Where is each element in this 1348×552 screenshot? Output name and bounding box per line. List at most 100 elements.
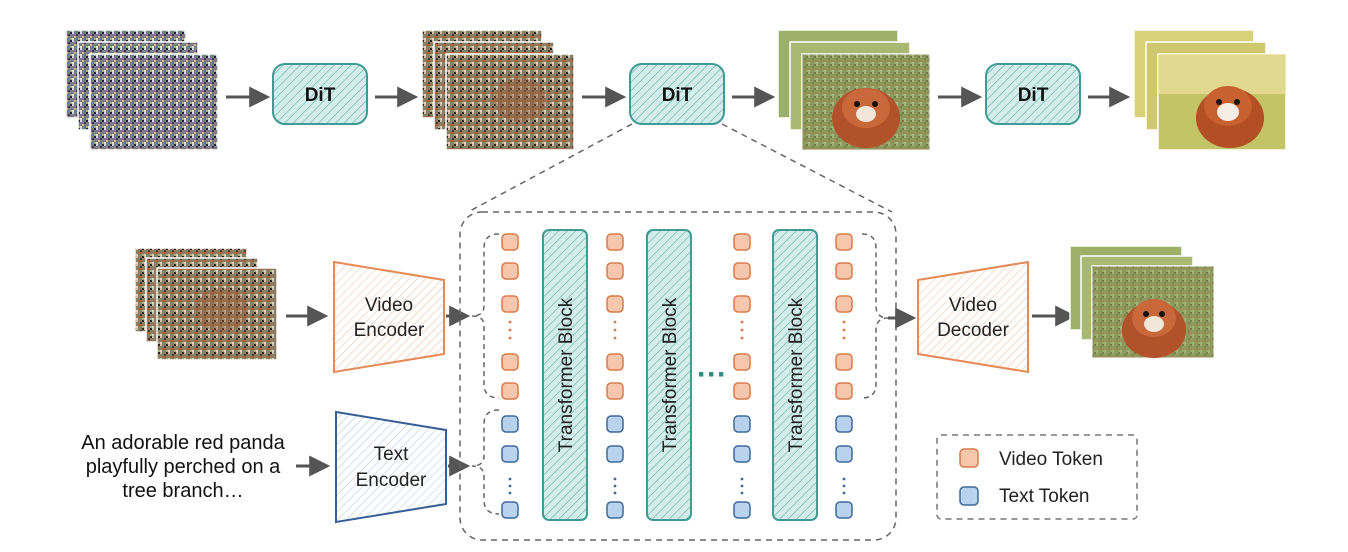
video-token-swatch [959, 448, 979, 468]
text-token-ellipsis-dot [740, 477, 744, 481]
video-token [501, 233, 519, 251]
transformer-block-label: Transformer Block [786, 297, 807, 452]
token-columns [501, 233, 853, 519]
video-token-ellipsis-dot [842, 320, 846, 324]
legend: Video Token Text Token [936, 434, 1138, 520]
video-decoder: Video Decoder [917, 260, 1029, 374]
video-token-ellipsis-dot [613, 336, 617, 340]
noise-frames-stack [65, 29, 219, 151]
text-token [733, 415, 751, 433]
dit-block-1: DiT [272, 63, 368, 125]
prompt-line1: An adorable red panda [81, 432, 285, 454]
video-token-brace [471, 233, 500, 399]
transformer-block-2: Transformer Block [646, 229, 692, 521]
text-token-ellipsis-dot [842, 491, 846, 495]
text-token-ellipsis-dot [508, 491, 512, 495]
text-token [501, 501, 519, 519]
text-encoder-label-line2: Encoder [356, 470, 427, 491]
video-token [606, 382, 624, 400]
text-token [733, 501, 751, 519]
video-token-ellipsis-dot [842, 336, 846, 340]
clean-red-panda-frames-stack [1133, 29, 1287, 151]
video-token [606, 353, 624, 371]
text-token [733, 445, 751, 463]
legend-video-token: Video Token [999, 449, 1103, 470]
dit-detail-container [459, 211, 897, 541]
video-encoder-label-line2: Encoder [354, 320, 425, 341]
video-token-ellipsis-dot [740, 336, 744, 340]
text-encoder-label-line1: Text [374, 444, 410, 465]
text-token-ellipsis-dot [842, 477, 846, 481]
video-token [733, 262, 751, 280]
red-panda-frames-stack [777, 29, 931, 151]
video-token [835, 262, 853, 280]
text-token [606, 415, 624, 433]
video-token-ellipsis-dot [740, 320, 744, 324]
text-token-ellipsis-dot [740, 491, 744, 495]
video-token [733, 295, 751, 313]
video-decoder-label-line1: Video [949, 295, 997, 316]
video-token [733, 353, 751, 371]
dit-label: DiT [1018, 85, 1049, 106]
video-decoder-label-line2: Decoder [937, 320, 1009, 341]
video-token [501, 295, 519, 313]
text-token-ellipsis-dot [508, 477, 512, 481]
text-token-ellipsis-dot [613, 484, 617, 488]
text-encoder: Text Encoder [335, 410, 447, 524]
video-token [606, 295, 624, 313]
video-token-ellipsis-dot [508, 336, 512, 340]
video-encoder-label-line1: Video [365, 295, 413, 316]
video-token-ellipsis-dot [613, 320, 617, 324]
dit-label: DiT [305, 85, 336, 106]
dit-block-2: DiT [629, 63, 725, 125]
partially-denoised-frames-stack [421, 29, 575, 151]
transformer-block-label: Transformer Block [556, 297, 577, 452]
video-token-ellipsis-dot [740, 328, 744, 332]
text-token [501, 445, 519, 463]
transformer-block-3: Transformer Block [772, 229, 818, 521]
video-token [733, 233, 751, 251]
text-token [501, 415, 519, 433]
video-token-ellipsis-dot [508, 320, 512, 324]
text-token-brace [471, 409, 500, 515]
output-frames-stack [1069, 245, 1215, 359]
zoom-line-left [467, 123, 633, 213]
video-encoder: Video Encoder [333, 260, 445, 374]
text-token [835, 415, 853, 433]
video-token [501, 353, 519, 371]
text-token-ellipsis-dot [842, 484, 846, 488]
transformer-block-1: Transformer Block [542, 229, 588, 521]
video-token-ellipsis-dot [613, 328, 617, 332]
blocks-ellipsis: ··· [697, 358, 727, 391]
text-token [835, 445, 853, 463]
text-token [606, 501, 624, 519]
legend-text-token: Text Token [999, 486, 1089, 507]
text-token-ellipsis-dot [508, 484, 512, 488]
video-token-ellipsis-dot [508, 328, 512, 332]
video-token [733, 382, 751, 400]
prompt-line3: tree branch… [122, 480, 243, 502]
output-brace [861, 233, 889, 399]
text-token [606, 445, 624, 463]
video-token [501, 382, 519, 400]
video-token [835, 353, 853, 371]
input-noisy-frames-stack [134, 247, 278, 361]
transformer-block-label: Transformer Block [660, 297, 681, 452]
text-prompt: An adorable red panda playfully perched … [81, 432, 285, 502]
video-token [835, 233, 853, 251]
text-token-ellipsis-dot [740, 484, 744, 488]
prompt-line2: playfully perched on a [86, 456, 281, 478]
video-token [606, 233, 624, 251]
zoom-line-right [721, 123, 893, 213]
video-token-ellipsis-dot [842, 328, 846, 332]
text-token [835, 501, 853, 519]
video-token [606, 262, 624, 280]
dit-block-3: DiT [985, 63, 1081, 125]
video-token [835, 295, 853, 313]
text-token-swatch [959, 486, 979, 506]
video-token [835, 382, 853, 400]
text-token-ellipsis-dot [613, 491, 617, 495]
legend-box [936, 434, 1138, 520]
text-token-ellipsis-dot [613, 477, 617, 481]
